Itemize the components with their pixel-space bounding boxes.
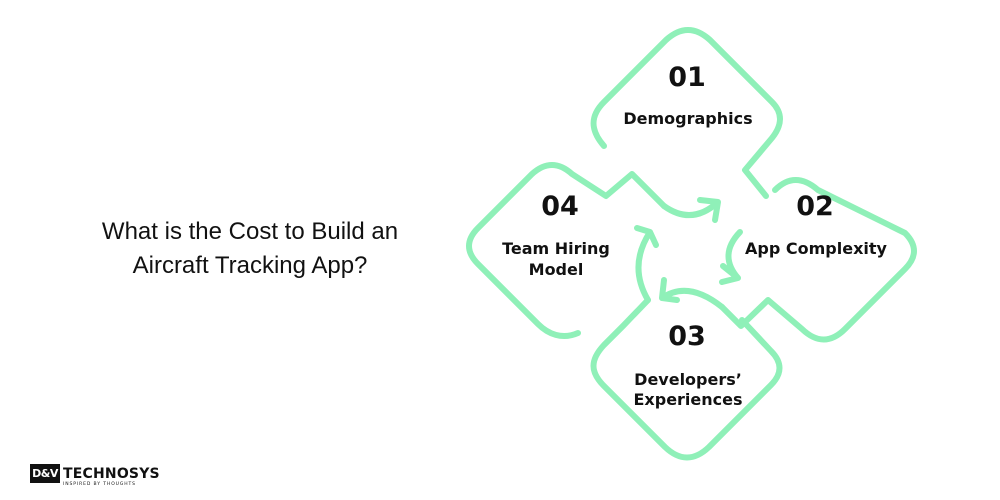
- step-03-label-line-1: Developers’: [634, 370, 742, 389]
- page-title: What is the Cost to Build an Aircraft Tr…: [60, 215, 440, 283]
- step-03-label-line-2: Experiences: [633, 390, 742, 409]
- logo-mark: D&V: [30, 464, 60, 483]
- title-line-1: What is the Cost to Build an: [101, 218, 399, 245]
- step-01-number: 01: [668, 62, 706, 93]
- diamond-step-04: [466, 162, 667, 339]
- diamond-step-03: [590, 297, 783, 461]
- logo-tagline: INSPIRED BY THOUGHTS: [63, 482, 136, 487]
- title-line-2: Aircraft Tracking App?: [132, 252, 368, 279]
- step-01-label: Demographics: [623, 109, 752, 128]
- logo-wordmark: TECHNOSYS: [63, 466, 160, 482]
- company-logo: D&V TECHNOSYS INSPIRED BY THOUGHTS: [30, 464, 160, 490]
- arrow-step-01-to-02: [661, 197, 721, 223]
- arrow-step-03-to-04: [659, 277, 725, 310]
- diamond-shapes: [466, 27, 917, 461]
- step-04-label-line-1: Team Hiring: [502, 239, 610, 258]
- diamond-step-01: [590, 27, 783, 199]
- step-02-number: 02: [796, 191, 834, 222]
- arrow-step-02-to-03: [719, 229, 743, 285]
- step-02-label: App Complexity: [745, 239, 888, 258]
- step-04-number: 04: [541, 191, 579, 222]
- step-03-number: 03: [668, 321, 706, 352]
- step-04-label-line-2: Model: [529, 260, 584, 279]
- diamond-step-02: [719, 177, 917, 343]
- arrow-step-04-to-01: [634, 225, 659, 303]
